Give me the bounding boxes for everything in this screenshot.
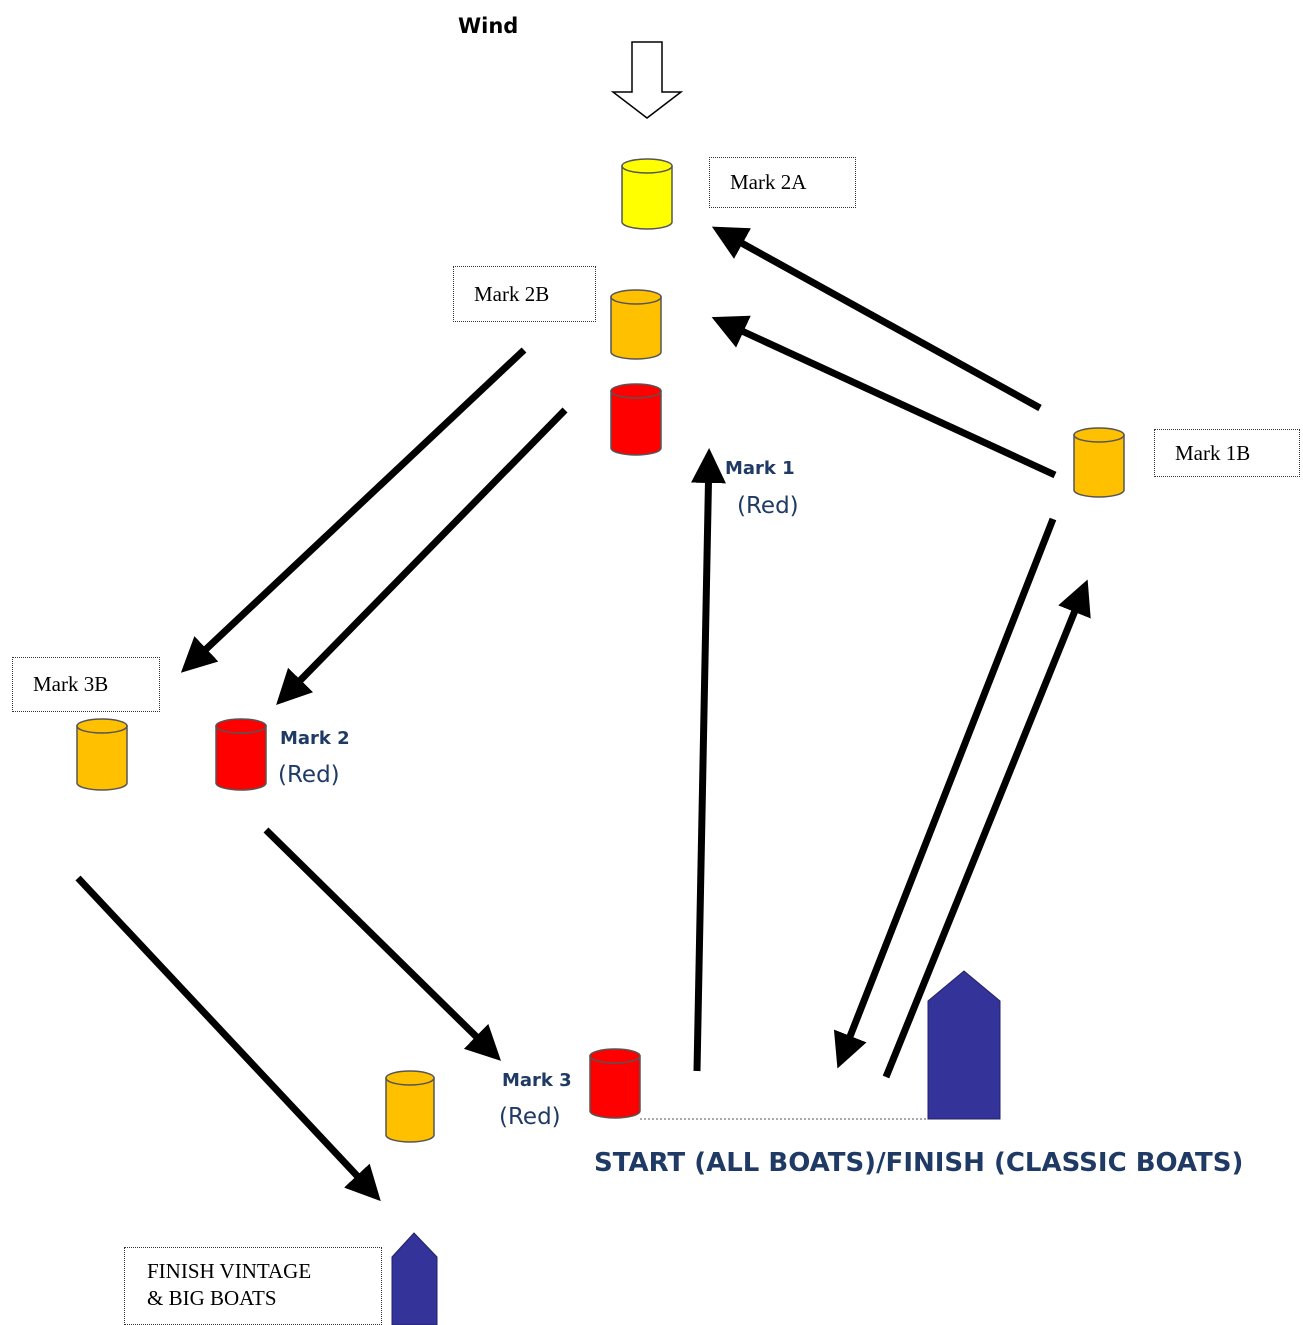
mark-3-title: Mark 3 [502, 1070, 572, 1091]
mark-2-title: Mark 2 [280, 728, 350, 749]
leg-2-to-3 [263, 827, 501, 1061]
mark-2a-label: Mark 2A [709, 157, 856, 208]
leg-1b-to-start [833, 517, 1057, 1069]
buoy-mark-1b [1073, 427, 1125, 498]
finish-vintage-line-1: FINISH VINTAGE [147, 1259, 312, 1283]
committee-boat-finish-icon [391, 1232, 438, 1325]
leg-3b-to-finish [75, 875, 381, 1202]
leg-1b-to-2b [711, 315, 1057, 479]
leg-start-to-1b [882, 579, 1091, 1079]
leg-1b-to-2a [711, 226, 1042, 412]
leg-2b-to-3b [180, 347, 527, 673]
mark-2-sub: (Red) [278, 762, 340, 788]
committee-boat-start-icon [927, 970, 1001, 1120]
buoy-mark-3b [76, 718, 128, 791]
start-finish-label: START (ALL BOATS)/FINISH (CLASSIC BOATS) [594, 1148, 1244, 1178]
mark-1b-label: Mark 1B [1154, 429, 1300, 477]
finish-vintage-label: FINISH VINTAGE & BIG BOATS [124, 1247, 382, 1325]
wind-arrow-icon [610, 41, 684, 119]
buoy-mark-1 [610, 383, 662, 456]
buoy-mark-3 [589, 1048, 641, 1119]
buoy-mark-2b [610, 289, 662, 360]
finish-vintage-line-2: & BIG BOATS [147, 1286, 277, 1311]
mark-1-title: Mark 1 [725, 458, 795, 479]
mark-2b-label: Mark 2B [453, 266, 596, 322]
course-legs [75, 226, 1091, 1202]
mark-1-sub: (Red) [737, 493, 799, 519]
mark-3b-label: Mark 3B [12, 657, 160, 712]
buoy-orange-near-finish [385, 1070, 435, 1143]
buoy-mark-2a [621, 158, 673, 230]
wind-label: Wind [458, 14, 519, 38]
leg-1-to-2 [276, 407, 568, 706]
leg-start-to-1 [690, 448, 726, 1072]
mark-3-sub: (Red) [499, 1104, 561, 1130]
buoy-mark-2 [215, 718, 267, 791]
